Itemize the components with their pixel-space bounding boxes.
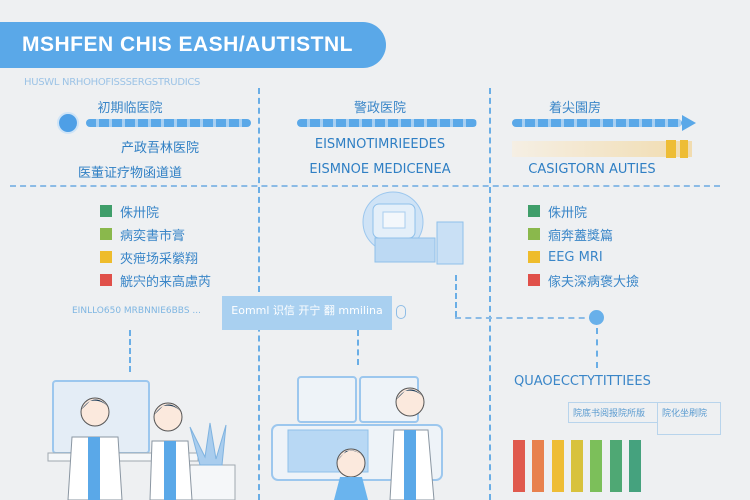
column-heading: 着尖園房 (548, 101, 601, 116)
info-panel: Eomml 识信 开宁 翻 mmilina (222, 296, 392, 330)
chart-bar (609, 440, 622, 492)
legend-label: 痼奔蓋獎篇 (548, 228, 614, 244)
progress-marker (666, 140, 676, 158)
swatch (528, 274, 540, 286)
subtitle: HUSWL NRHOHOFISSSERGSTRUDICS (24, 77, 201, 88)
legend-label: 夾疶场采縈翔 (120, 251, 199, 267)
legend-item: 侏卅院 (100, 203, 211, 221)
legend-right: 侏卅院 痼奔蓋獎篇 EEG MRI 傢夫深病褒大撿 (528, 203, 640, 290)
progress-strip (512, 141, 692, 157)
timeline-start-dot (57, 112, 79, 134)
mri-scanner-illustration (362, 191, 464, 265)
legend-label: 侏卅院 (120, 205, 160, 221)
chart-bar (628, 440, 641, 492)
timeline-arrow (86, 119, 251, 127)
doctor-child-illustration (271, 376, 443, 500)
column-row: EISMNOTIMRIEEDES (314, 137, 446, 152)
doctors-illustration (47, 380, 236, 500)
chart-bar (551, 440, 564, 492)
legend-label: 傢夫深病褒大撿 (548, 274, 640, 290)
row-divider (10, 185, 720, 187)
connector (129, 330, 131, 372)
swatch (100, 274, 112, 286)
connector (357, 330, 359, 365)
chart-bar (532, 440, 545, 492)
bar-chart (500, 430, 660, 500)
chart-bar (570, 440, 583, 492)
swatch (100, 251, 112, 263)
swatch (100, 228, 112, 240)
connector-dot (589, 310, 604, 325)
timeline-arrow (297, 119, 477, 127)
swatch (528, 228, 540, 240)
swatch (100, 205, 112, 217)
swatch (528, 251, 540, 263)
column-heading: 警政医院 (353, 101, 406, 116)
page-title: MSHFEN CHIS EASH/AUTISTNL (0, 22, 386, 68)
stats-box: 院底书阅报院所版 (568, 402, 658, 423)
legend-label: EEG MRI (548, 249, 603, 265)
column-divider (489, 88, 491, 500)
arrow-head-icon (682, 115, 696, 131)
legend-label: 侏卅院 (548, 205, 588, 221)
swatch (528, 205, 540, 217)
connector (455, 317, 595, 319)
legend-label: 病奕書市膏 (120, 228, 186, 244)
info-icon (396, 305, 406, 319)
connector (455, 275, 457, 317)
legend-item: 痼奔蓋獎篇 (528, 226, 639, 244)
column-row: 医董证疗物函道道 (77, 166, 182, 181)
connector (596, 328, 598, 368)
legend-item: 傢夫深病褒大撿 (528, 272, 640, 290)
column-row: CASIGTORN AUTIES (528, 162, 656, 177)
chart-bar (513, 440, 525, 492)
column-heading: 初期临医院 (97, 101, 163, 116)
column-row: 产政吾林医院 (120, 141, 199, 156)
progress-marker (680, 140, 688, 158)
legend-label: 觥宍的来高慮芮 (120, 274, 212, 290)
stats-title: QUAOECCTYTITTIEES (514, 374, 651, 389)
legend-item: 觥宍的来高慮芮 (100, 272, 212, 290)
column-row: EISMNOE MEDICENEA (309, 162, 451, 177)
column-divider (258, 88, 260, 500)
column-note: EINLLO650 MRBNNIE6BBS ... (72, 306, 201, 316)
timeline-arrow (512, 119, 682, 127)
legend-item: 病奕書市膏 (100, 226, 211, 244)
stats-box: 院化坐刷院 (657, 402, 721, 435)
legend-item: 侏卅院 (528, 203, 639, 221)
legend-item: 夾疶场采縈翔 (100, 249, 211, 267)
chart-bar (590, 440, 603, 492)
legend-left: 侏卅院 病奕書市膏 夾疶场采縈翔 觥宍的来高慮芮 (100, 203, 212, 290)
legend-item: EEG MRI (528, 249, 639, 265)
